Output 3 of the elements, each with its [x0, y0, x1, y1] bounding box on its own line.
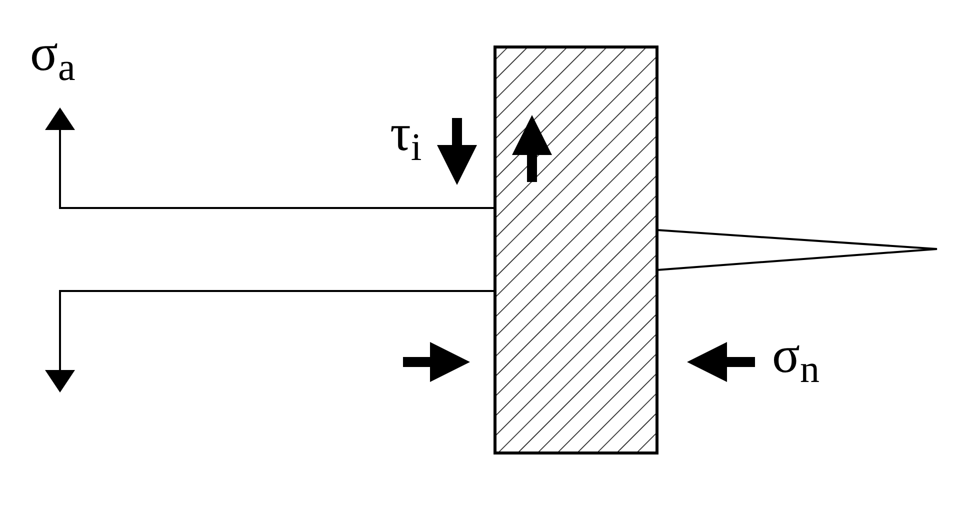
symbol-label: τ$_{i}$	[390, 108, 422, 160]
symbol-label: σ$_{a}$	[30, 28, 76, 80]
symbol-label: σ$_{n}$	[772, 330, 820, 382]
